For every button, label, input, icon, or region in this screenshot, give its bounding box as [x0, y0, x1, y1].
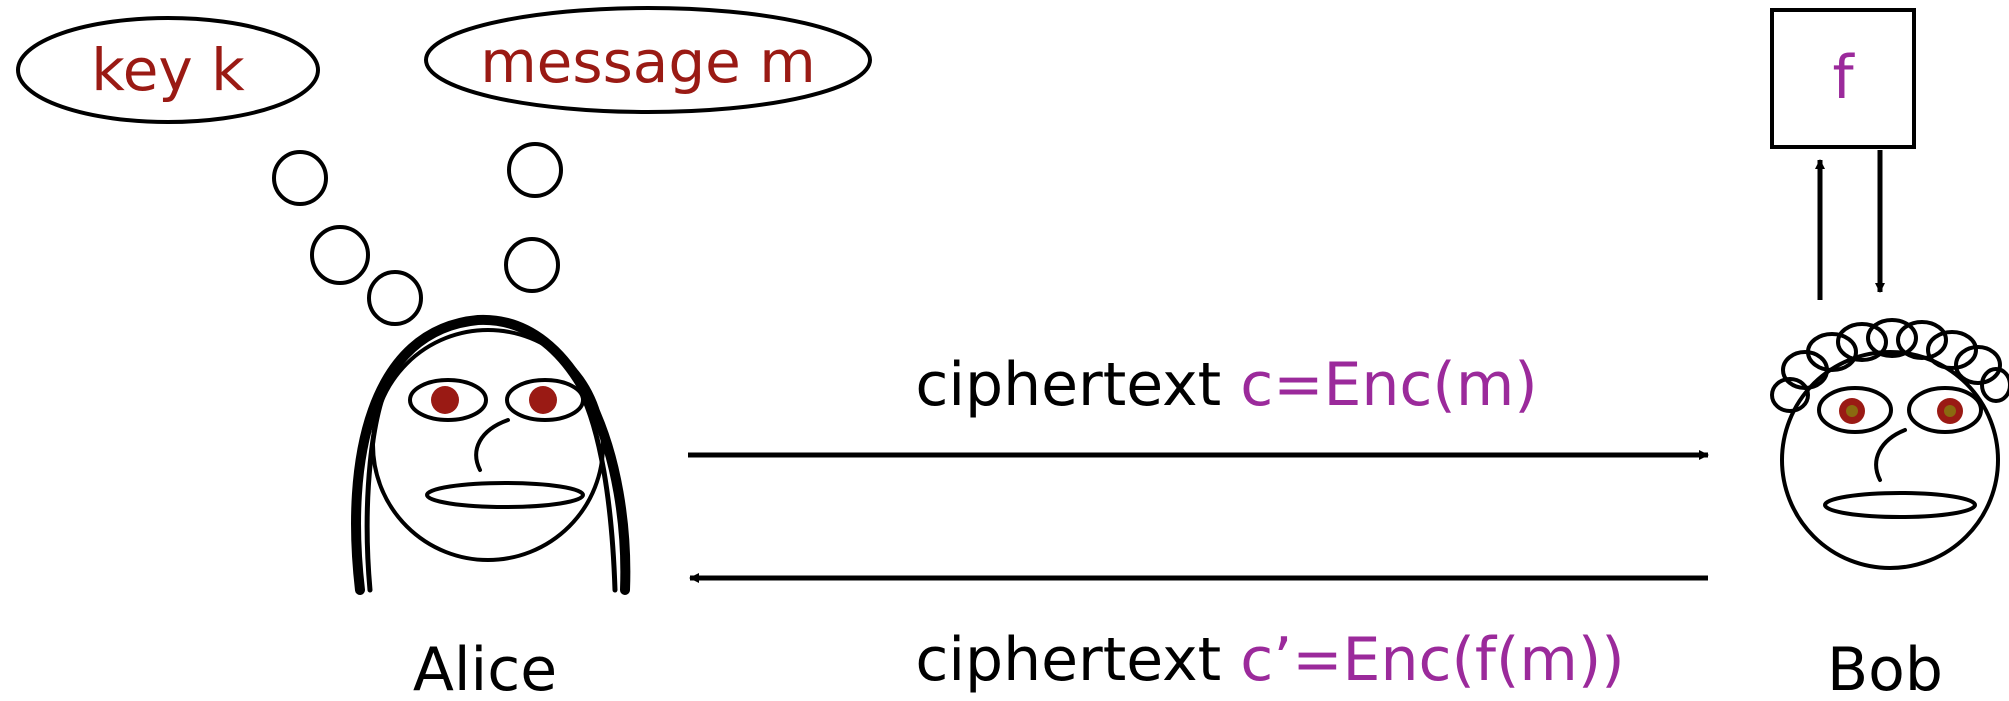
thought-bubble-dots-left	[272, 150, 423, 326]
alice-thought-message: message m	[424, 6, 872, 114]
alice-thought-key: key k	[16, 16, 320, 124]
alice-mouth	[425, 481, 585, 509]
function-box-label: f	[1832, 43, 1855, 113]
function-box: f	[1770, 8, 1916, 149]
alice-name: Alice	[413, 635, 557, 701]
forward-message-value: c=Enc(m)	[1240, 350, 1537, 420]
alice-figure	[351, 314, 631, 595]
thought-bubble-dots-right	[504, 142, 563, 293]
forward-message-label: ciphertext c=Enc(m)	[820, 350, 1595, 420]
bob-curly-hair	[1770, 318, 2009, 413]
backward-message-prefix: ciphertext	[915, 625, 1240, 695]
bob-figure	[1770, 318, 2009, 570]
bob-mouth	[1823, 491, 1977, 519]
backward-message-label: ciphertext c’=Enc(f(m))	[820, 625, 1682, 695]
thought-message-label: message m	[480, 28, 816, 96]
backward-message-value: c’=Enc(f(m))	[1240, 625, 1624, 695]
forward-message-prefix: ciphertext	[915, 350, 1240, 420]
thought-key-label: key k	[91, 36, 245, 104]
bob-name: Bob	[1827, 635, 1943, 701]
